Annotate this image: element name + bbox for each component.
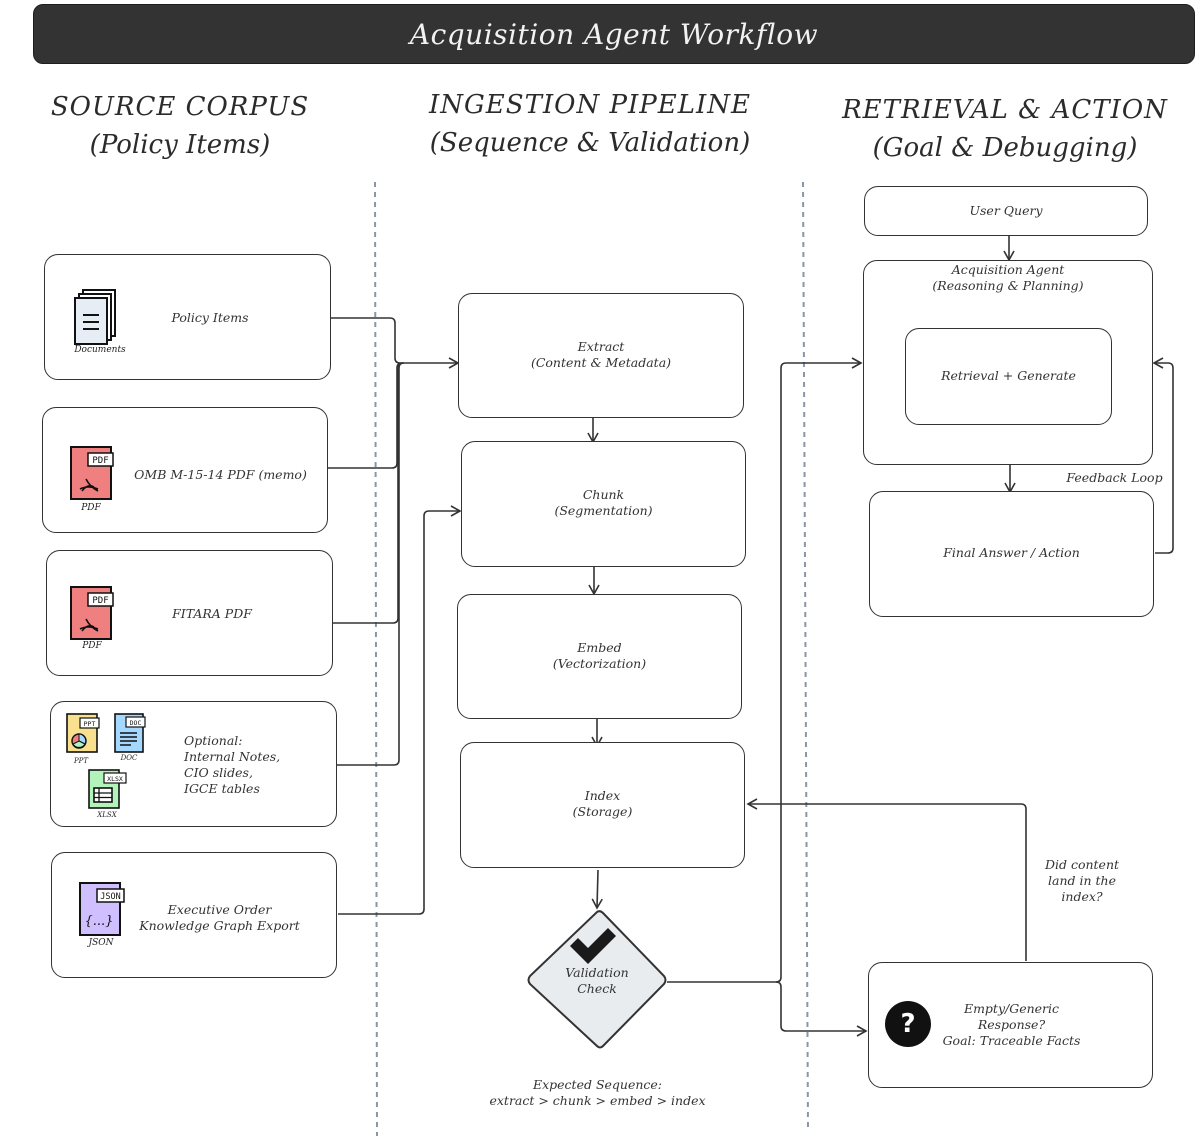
final-answer-box[interactable]: Final Answer / Action [869, 491, 1154, 617]
source-omb-pdf[interactable]: PDF PDF OMB M-15-14 PDF (memo) [42, 407, 328, 533]
ppt-file-icon: PPT [66, 713, 100, 753]
expected-sequence-note: Expected Sequence: extract > chunk > emb… [489, 1077, 706, 1108]
pdf-file-icon: PDF [70, 586, 114, 640]
svg-text:DOC: DOC [130, 719, 142, 727]
documents-icon [74, 289, 116, 345]
validation-label: Validation Check [565, 965, 629, 996]
edge-optional-to-extract [337, 362, 405, 766]
source-fitara-pdf[interactable]: PDF PDF FITARA PDF [46, 550, 333, 676]
source-label: FITARA PDF [172, 606, 252, 621]
step-label: Index (Storage) [572, 788, 633, 819]
source-label: OMB M-15-14 PDF (memo) [134, 467, 307, 482]
title-bar: Acquisition Agent Workflow [33, 4, 1195, 64]
edge-debug-to-index [746, 798, 1027, 961]
page-title: Acquisition Agent Workflow [409, 17, 819, 51]
pdf-file-icon: PDF [70, 446, 114, 500]
step-label: Extract (Content & Metadata) [530, 339, 672, 370]
icon-caption: DOC [120, 754, 138, 762]
source-label: Executive Order Knowledge Graph Export [139, 902, 300, 933]
source-policy-items[interactable]: Documents Policy Items [44, 254, 331, 380]
validation-check-diamond[interactable] [522, 908, 672, 1058]
acquisition-agent-box[interactable]: Acquisition Agent (Reasoning & Planning)… [863, 260, 1153, 465]
svg-text:XLSX: XLSX [107, 775, 123, 783]
source-label: Optional: Internal Notes, CIO slides, IG… [184, 733, 281, 796]
final-answer-label: Final Answer / Action [943, 545, 1080, 560]
edge-fitara-to-extract [333, 362, 404, 624]
edge-feedback-loop [1152, 357, 1174, 554]
pipeline-chunk[interactable]: Chunk (Segmentation) [461, 441, 746, 567]
icon-caption: Documents [74, 345, 126, 355]
feedback-loop-label: Feedback Loop [1066, 470, 1163, 485]
debug-question-label: Did content land in the index? [1044, 857, 1120, 904]
pipeline-embed[interactable]: Embed (Vectorization) [457, 594, 742, 719]
edge-validation-to-empty-response [775, 981, 868, 1037]
doc-file-icon: DOC [114, 713, 146, 753]
column-divider-right [802, 181, 809, 1131]
svg-text:PDF: PDF [92, 596, 108, 606]
json-file-icon: JSON {...} [79, 882, 125, 936]
icon-caption: PDF [82, 641, 102, 651]
subheading-text: (Policy Items) [89, 130, 271, 160]
retrieval-generate-box[interactable]: Retrieval + Generate [905, 328, 1112, 425]
icon-caption: PDF [81, 503, 101, 513]
svg-text:JSON: JSON [100, 892, 120, 902]
subheading-text: (Goal & Debugging) [872, 133, 1138, 163]
checkmark-icon [570, 928, 616, 964]
column-heading-retrieval: RETRIEVAL & ACTION (Goal & Debugging) [820, 91, 1190, 167]
svg-text:PPT: PPT [84, 720, 96, 728]
step-label: Chunk (Segmentation) [554, 487, 653, 518]
edge-index-to-validation [591, 869, 603, 910]
question-mark-icon: ? [885, 1001, 931, 1047]
source-label: Policy Items [171, 310, 249, 325]
svg-text:{...}: {...} [85, 914, 114, 929]
column-divider-left [374, 181, 378, 1137]
xlsx-file-icon: XLSX [88, 769, 127, 809]
heading-text: INGESTION PIPELINE [428, 90, 752, 120]
source-executive-order-json[interactable]: JSON {...} JSON Executive Order Knowledg… [51, 852, 337, 978]
retrieval-generate-label: Retrieval + Generate [941, 368, 1076, 383]
empty-response-box[interactable]: ? Empty/Generic Response? Goal: Traceabl… [868, 962, 1153, 1088]
pipeline-index[interactable]: Index (Storage) [460, 742, 745, 868]
user-query-label: User Query [969, 203, 1043, 218]
agent-label: Acquisition Agent (Reasoning & Planning) [932, 262, 1084, 293]
pipeline-extract[interactable]: Extract (Content & Metadata) [458, 293, 744, 418]
column-heading-source: SOURCE CORPUS (Policy Items) [30, 88, 330, 164]
icon-caption: XLSX [97, 811, 117, 819]
edge-policy-to-extract [331, 317, 460, 369]
icon-caption: PPT [73, 757, 89, 765]
edge-omb-to-extract [328, 362, 403, 469]
source-optional[interactable]: PPT PPT DOC DOC XLSX XLSX Optional: Inte… [50, 701, 337, 827]
step-label: Embed (Vectorization) [552, 640, 647, 671]
user-query-box[interactable]: User Query [864, 186, 1148, 236]
subheading-text: (Sequence & Validation) [429, 128, 751, 158]
svg-text:PDF: PDF [92, 456, 108, 466]
heading-text: SOURCE CORPUS [50, 92, 310, 122]
question-glyph: ? [900, 1009, 916, 1039]
column-heading-ingestion: INGESTION PIPELINE (Sequence & Validatio… [400, 86, 780, 162]
empty-response-label: Empty/Generic Response? Goal: Traceable … [942, 1001, 1081, 1048]
icon-caption: JSON [88, 938, 114, 948]
edge-json-to-chunk [338, 505, 462, 915]
heading-text: RETRIEVAL & ACTION [842, 95, 1168, 125]
